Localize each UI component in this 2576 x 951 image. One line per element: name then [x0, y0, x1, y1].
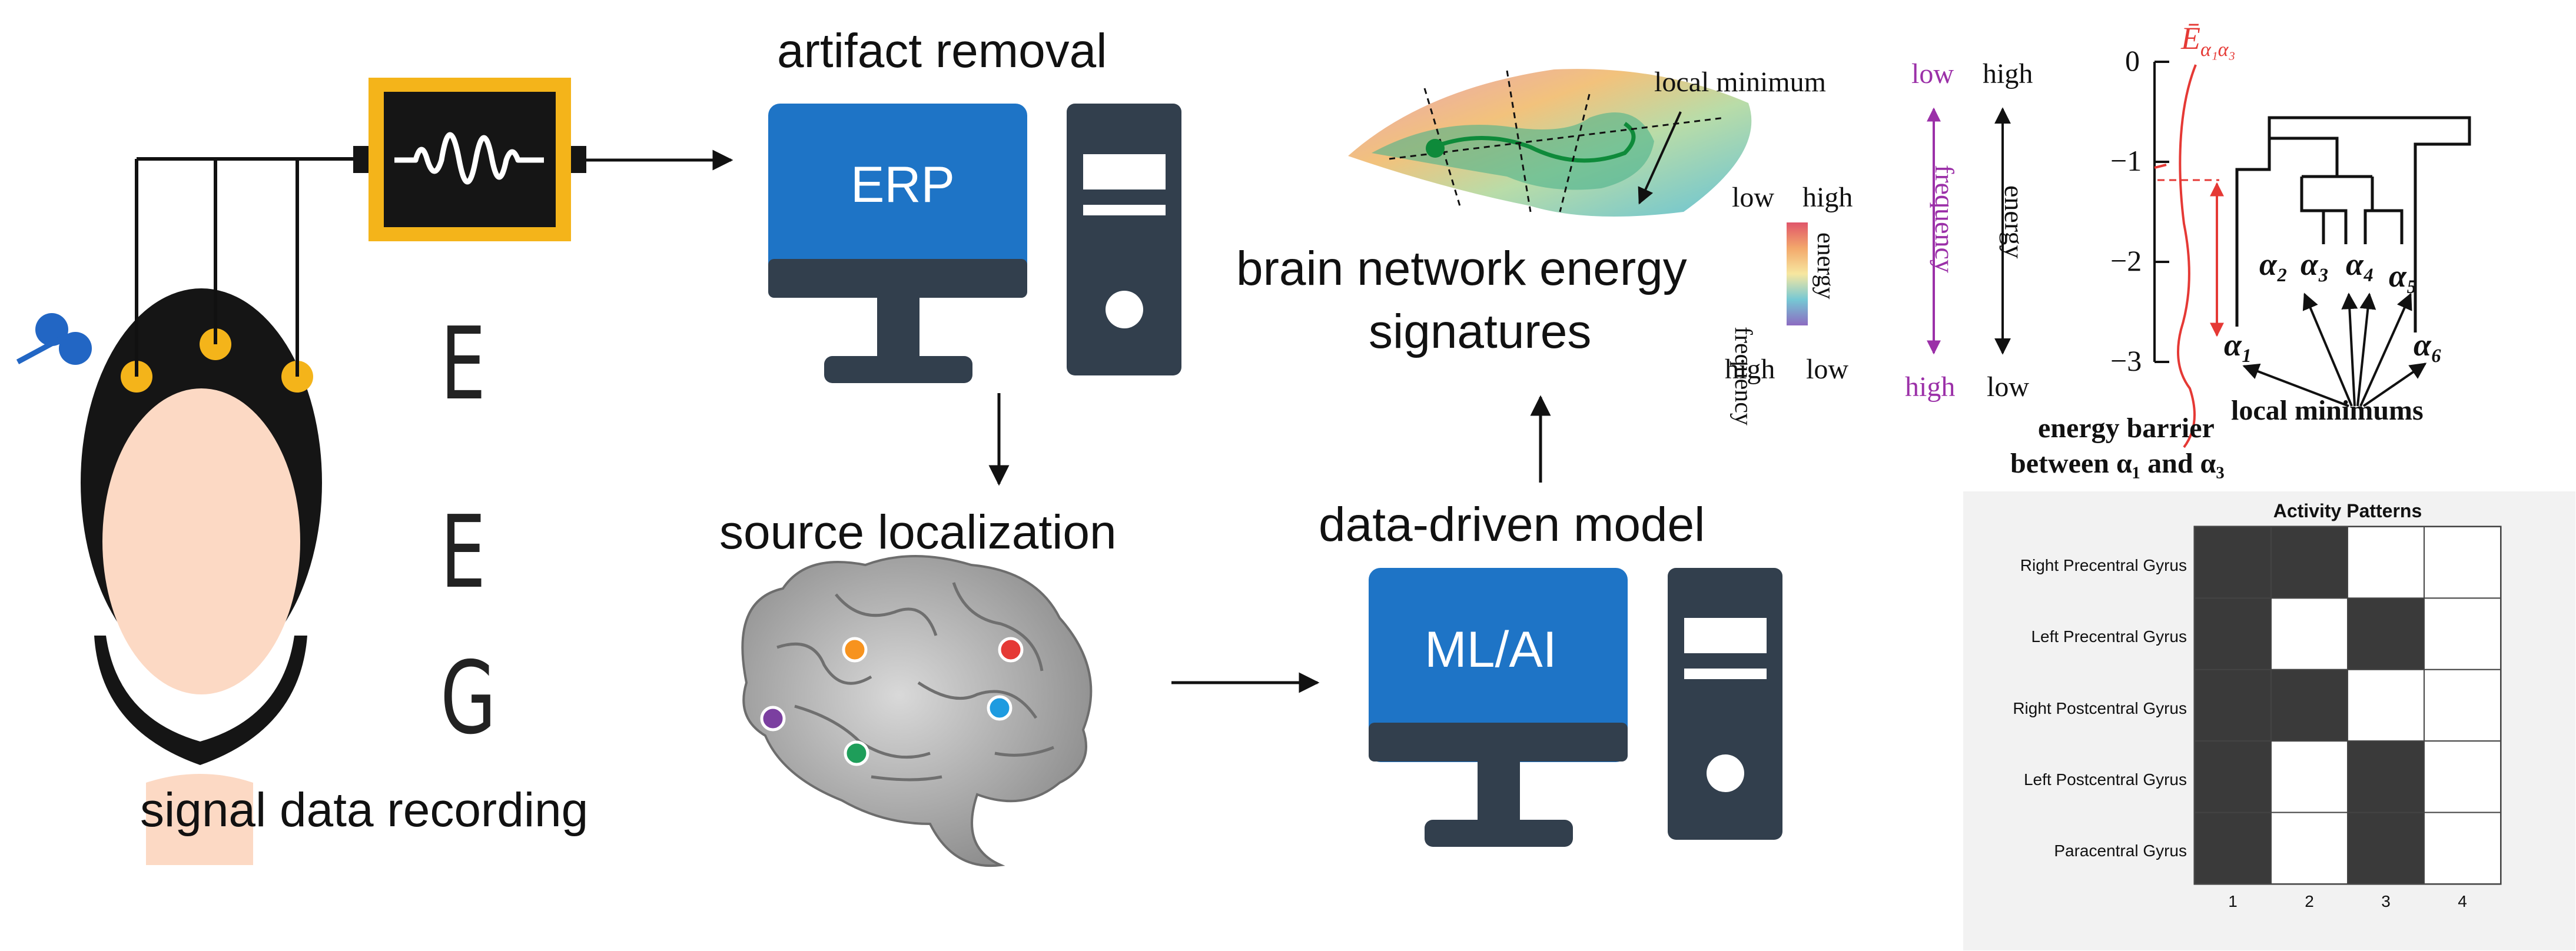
dendrogram-tick-1: −1: [2110, 144, 2142, 177]
activity-cell: [2194, 740, 2272, 813]
activity-col-label-1: 2: [2305, 892, 2314, 910]
activity-cell: [2347, 597, 2425, 670]
legend-frequency-label: frequency: [1729, 327, 1757, 425]
step-artifact-removal-label: artifact removal: [777, 24, 1107, 78]
scale-freq-high: high: [1905, 371, 1956, 403]
leaf-alpha-6: α₆: [2414, 327, 2442, 363]
energy-barrier-line1: energy barrier: [2038, 413, 2215, 444]
dendrogram-tick-3: −3: [2110, 344, 2142, 377]
scale-energy-low: low: [1987, 371, 2029, 403]
landscape-colorbar: [1787, 222, 1808, 325]
legend-bottom-high: high: [1725, 354, 1775, 385]
leaf-alpha-2: α₂: [2259, 247, 2288, 282]
activity-cell: [2347, 812, 2425, 885]
eeg-letter-e2: E: [440, 494, 486, 611]
dendrogram-tick-0: 0: [2125, 44, 2140, 77]
activity-cell: [2270, 597, 2348, 670]
activity-cell: [2270, 526, 2348, 599]
eeg-letter-e1: E: [440, 306, 486, 423]
activity-cell: [2347, 669, 2425, 742]
dendrogram-tick-2: −2: [2110, 244, 2142, 277]
activity-row-label-0: Right Precentral Gyrus: [2020, 556, 2187, 574]
activity-cell: [2194, 812, 2272, 885]
leaf-alpha-3: α₃: [2301, 247, 2329, 282]
eeg-wires: [135, 157, 353, 377]
leaf-alpha-1: α₁: [2224, 327, 2253, 363]
mlai-computer-icon: [1369, 568, 1782, 847]
activity-cell: [2194, 526, 2272, 599]
pin-icon: [16, 313, 92, 365]
erp-monitor-label: ERP: [851, 157, 955, 213]
scale-energy-label: energy: [1999, 185, 2029, 259]
activity-cell: [2347, 526, 2425, 599]
step-recording-label: signal data recording: [140, 783, 589, 837]
erp-computer-icon: [768, 104, 1181, 383]
oscilloscope-icon: [353, 78, 586, 241]
activity-row-label-1: Left Precentral Gyrus: [2031, 627, 2187, 646]
activity-cell: [2270, 669, 2348, 742]
scale-freq-low: low: [1911, 58, 1954, 89]
leaf-alpha-5: α₅: [2389, 258, 2418, 294]
local-minimum-label: local minimum: [1654, 66, 1826, 98]
signatures-line1-label: brain network energy: [1236, 242, 1687, 295]
activity-row-label-4: Paracentral Gyrus: [2054, 842, 2187, 860]
energy-barrier-symbol: Ēα₁α₃: [2181, 21, 2236, 61]
activity-cell: [2424, 669, 2501, 742]
activity-title: Activity Patterns: [2273, 500, 2422, 521]
activity-row-label-2: Right Postcentral Gyrus: [2013, 699, 2187, 717]
activity-cell: [2270, 812, 2348, 885]
activity-cell: [2347, 740, 2425, 813]
activity-grid: [2194, 526, 2501, 885]
activity-col-label-0: 1: [2228, 892, 2238, 910]
activity-col-label-2: 3: [2381, 892, 2391, 910]
signatures-line2-label: signatures: [1369, 305, 1592, 358]
activity-cell: [2424, 812, 2501, 885]
energy-landscape-plot: [1348, 69, 1752, 217]
legend-top-high: high: [1802, 182, 1853, 213]
legend-top-low: low: [1732, 182, 1774, 213]
step-source-localization-label: source localization: [719, 506, 1117, 559]
mlai-monitor-label: ML/AI: [1425, 621, 1557, 678]
activity-row-label-3: Left Postcentral Gyrus: [2023, 770, 2187, 789]
energy-dendrogram: [2153, 61, 2471, 448]
scale-energy-high: high: [1983, 58, 2033, 89]
leaf-alpha-4: α₄: [2346, 247, 2375, 282]
activity-cell: [2194, 669, 2272, 742]
eeg-letter-g: G: [440, 640, 496, 757]
legend-bottom-low: low: [1806, 354, 1848, 385]
eeg-head-illustration: [16, 288, 322, 865]
scale-frequency-label: frequency: [1930, 165, 1960, 273]
brain-illustration: [741, 555, 1093, 867]
activity-cell: [2270, 740, 2348, 813]
local-minimums-label: local minimums: [2231, 395, 2424, 426]
activity-cell: [2424, 597, 2501, 670]
activity-col-label-3: 4: [2458, 892, 2467, 910]
step-data-driven-model-label: data-driven model: [1319, 498, 1705, 551]
activity-cell: [2424, 526, 2501, 599]
legend-energy-label: energy: [1812, 232, 1839, 300]
activity-cell: [2424, 740, 2501, 813]
activity-cell: [2194, 597, 2272, 670]
energy-barrier-line2: between α₁ and α₃: [2010, 448, 2225, 479]
